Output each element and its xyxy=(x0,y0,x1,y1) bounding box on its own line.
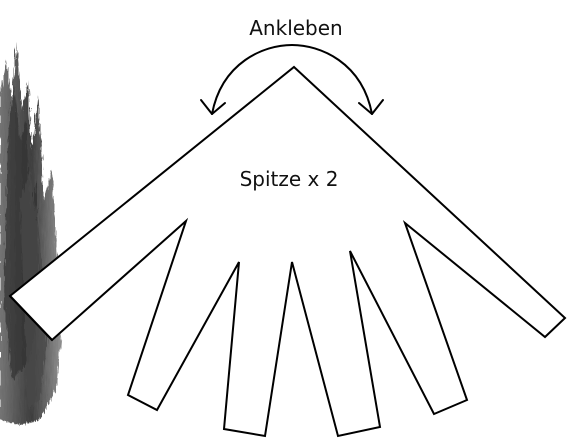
fold-line xyxy=(9,295,53,341)
pattern-outline xyxy=(8,65,567,438)
glue-label: Ankleben xyxy=(249,16,342,40)
grass-photo xyxy=(0,40,62,425)
piece-label: Spitze x 2 xyxy=(240,167,339,191)
curved-arrow-icon xyxy=(200,44,384,115)
